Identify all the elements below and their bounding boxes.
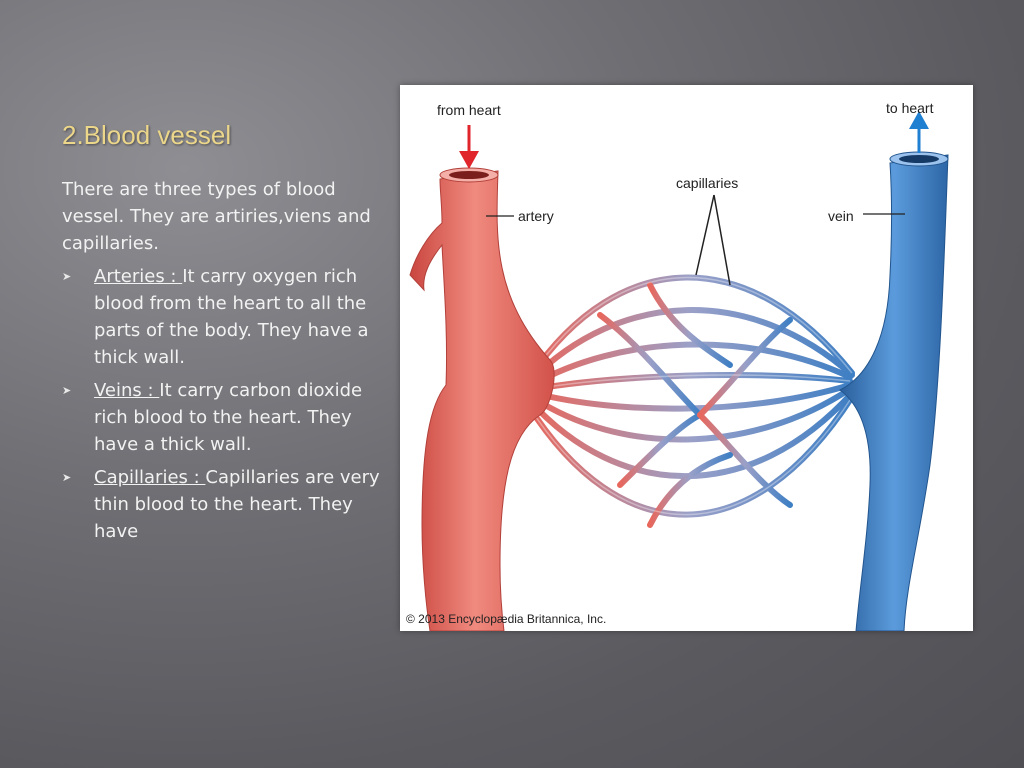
vessel-list: ➤ Arteries : It carry oxygen rich blood …: [62, 263, 384, 545]
label-from-heart: from heart: [437, 102, 501, 118]
term-arteries: Arteries :: [94, 266, 183, 287]
arrow-bullet-icon: ➤: [62, 270, 72, 283]
desc-capillaries: Capillaries are very thin blood to the h…: [94, 467, 380, 542]
term-capillaries: Capillaries :: [94, 467, 206, 488]
figure-credit: © 2013 Encyclopædia Britannica, Inc.: [406, 612, 606, 626]
blood-vessel-diagram: from heart to heart artery vein capillar…: [406, 100, 949, 631]
arrow-bullet-icon: ➤: [62, 471, 72, 484]
artery-vessel: [409, 170, 555, 631]
bullet-veins: ➤ Veins : It carry carbon dioxide rich b…: [62, 377, 384, 458]
label-artery: artery: [518, 208, 554, 224]
bullet-capillaries: ➤ Capillaries : Capillaries are very thi…: [62, 464, 384, 545]
label-to-heart: to heart: [886, 100, 934, 116]
term-veins: Veins :: [94, 380, 160, 401]
from-heart-arrow-icon: [459, 125, 479, 169]
artery-lumen: [449, 171, 489, 179]
capillaries-leader-right: [713, 194, 731, 286]
to-heart-arrow-icon: [909, 111, 929, 153]
body-text: There are three types of blood vessel. T…: [62, 176, 384, 551]
desc-arteries: It carry oxygen rich blood from the hear…: [94, 266, 369, 368]
bullet-arteries: ➤ Arteries : It carry oxygen rich blood …: [62, 263, 384, 371]
capillary-network: [525, 274, 855, 528]
vein-vessel: [839, 154, 949, 631]
arrow-bullet-icon: ➤: [62, 384, 72, 397]
label-capillaries: capillaries: [676, 175, 738, 191]
label-vein: vein: [828, 208, 854, 224]
intro-paragraph: There are three types of blood vessel. T…: [62, 179, 371, 254]
desc-veins: It carry carbon dioxide rich blood to th…: [94, 380, 363, 455]
capillary-highlights: [527, 276, 853, 516]
blood-vessel-figure: from heart to heart artery vein capillar…: [400, 85, 973, 631]
vein-lumen: [899, 155, 939, 163]
slide-title: 2.Blood vessel: [62, 120, 232, 150]
capillaries-leader-left: [695, 194, 715, 276]
